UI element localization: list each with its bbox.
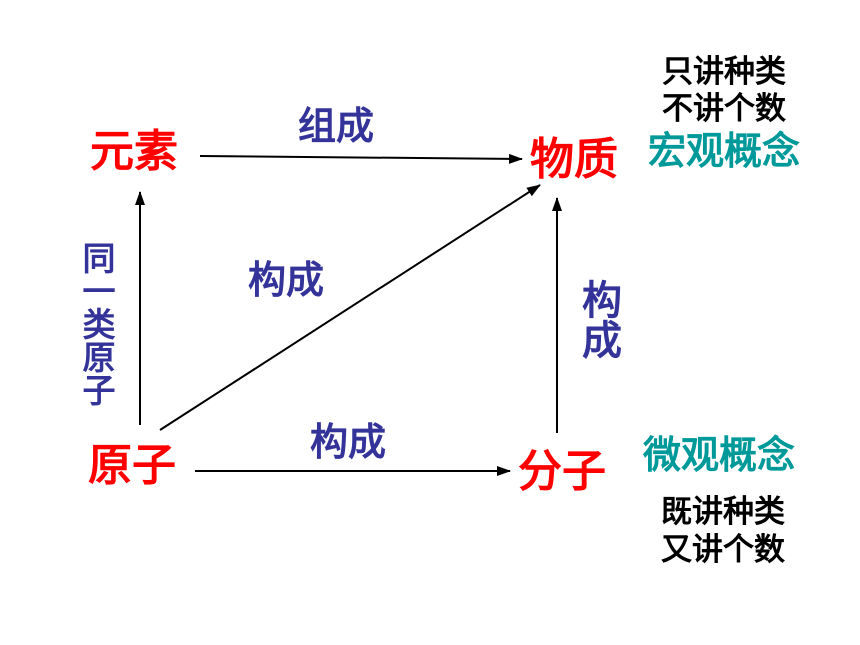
node-substance: 物质 — [530, 134, 618, 185]
note-macro-line1: 只讲种类 — [662, 54, 786, 90]
node-atom: 原子 — [88, 440, 176, 491]
edge-label-same-kind-atoms: 同一类原子 — [77, 241, 116, 406]
edge-label-construct-bottom: 构成 — [310, 420, 387, 464]
note-macro-line2: 不讲个数 — [662, 91, 786, 127]
note-micro-line1: 既讲种类 — [661, 494, 785, 530]
arrow-element-to-substance — [199, 153, 523, 164]
concept-macro: 宏观概念 — [648, 129, 801, 173]
edge-label-construct-vertical: 构成 — [575, 279, 621, 359]
arrow-atom-to-substance — [159, 184, 541, 431]
note-micro-line2: 又讲个数 — [661, 532, 785, 568]
edge-label-compose: 组成 — [298, 104, 375, 148]
node-molecule: 分子 — [518, 446, 606, 497]
concept-micro: 微观概念 — [643, 433, 796, 477]
node-element: 元素 — [90, 126, 178, 177]
edge-label-construct-diagonal: 构成 — [248, 258, 325, 302]
